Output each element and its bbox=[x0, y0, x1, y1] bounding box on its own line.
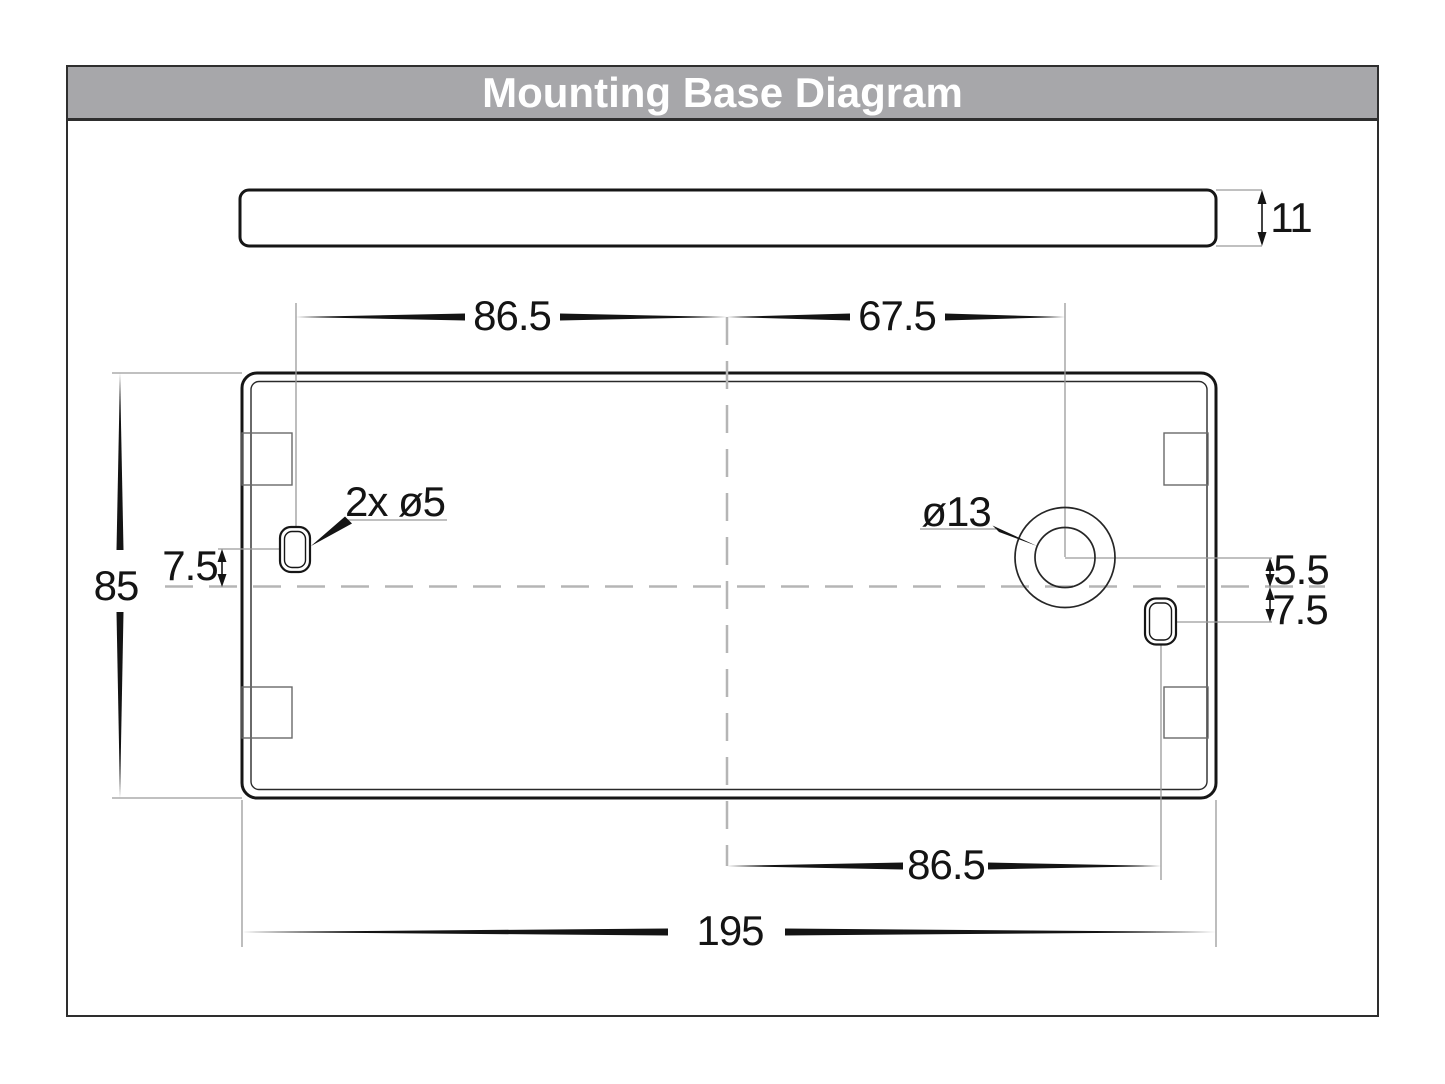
dim-text-right-slot-x: 86.5 bbox=[907, 841, 986, 888]
dim-line-865-top-right bbox=[560, 313, 727, 321]
dim-text-total-width: 195 bbox=[696, 907, 764, 954]
label-slot-holes: 2x ø5 bbox=[344, 478, 446, 525]
slot-hole-left-inner bbox=[283, 530, 307, 569]
dim-arrow-75L-up bbox=[217, 549, 227, 562]
dim-arrow-11-down bbox=[1257, 232, 1267, 246]
dim-line-675-left bbox=[727, 313, 850, 321]
diagram-border-frame: Mounting Base Diagram bbox=[66, 65, 1379, 1017]
dim-line-85-bottom bbox=[116, 612, 124, 798]
dim-text-right-slot-offset: 7.5 bbox=[1272, 586, 1328, 633]
dim-text-left-slot-offset: 7.5 bbox=[162, 542, 218, 589]
dim-arrow-75L-down bbox=[217, 574, 227, 587]
dim-line-675-right bbox=[945, 313, 1065, 321]
leader-wedge-hole-label bbox=[992, 525, 1037, 546]
slot-hole-right-inner bbox=[1148, 602, 1173, 641]
dim-text-total-height: 85 bbox=[93, 562, 140, 609]
dimension-lines bbox=[116, 313, 1216, 936]
dim-arrow-11-up bbox=[1257, 190, 1267, 204]
corner-tab-bottom-left bbox=[241, 686, 293, 739]
dim-line-865-top-left bbox=[296, 313, 465, 321]
dim-arrow-55-down bbox=[1265, 574, 1275, 587]
leader-wedge-slot-label bbox=[311, 516, 352, 546]
dim-text-left-slot-x: 86.5 bbox=[473, 292, 552, 339]
dim-line-865-bottom-right bbox=[988, 862, 1161, 870]
page-title: Mounting Base Diagram bbox=[482, 68, 963, 116]
dim-text-thickness: 11 bbox=[1270, 194, 1313, 241]
dim-line-865-bottom-left bbox=[727, 862, 903, 870]
dim-line-195-right bbox=[785, 928, 1216, 936]
dim-arrow-75R-down bbox=[1265, 609, 1275, 622]
dim-line-85-top bbox=[116, 373, 124, 550]
slot-hole-right bbox=[1143, 597, 1178, 646]
dim-arrow-55-up bbox=[1265, 558, 1275, 571]
cable-hole-outer bbox=[1014, 506, 1116, 609]
plate-outline bbox=[240, 371, 1218, 800]
small-dimension-arrows bbox=[217, 190, 1275, 622]
dim-text-hole-x: 67.5 bbox=[858, 292, 937, 339]
corner-tab-top-right bbox=[1163, 432, 1209, 486]
extension-lines bbox=[112, 189, 1272, 947]
corner-tab-top-left bbox=[241, 432, 293, 486]
side-view-outline bbox=[238, 188, 1218, 248]
title-bar: Mounting Base Diagram bbox=[68, 67, 1377, 121]
corner-tab-bottom-right bbox=[1163, 686, 1209, 739]
cable-hole-inner bbox=[1034, 526, 1096, 589]
label-cable-hole: ø13 bbox=[921, 488, 991, 535]
slot-hole-left bbox=[278, 525, 312, 574]
dim-arrow-75R-up bbox=[1265, 587, 1275, 600]
plate-inner-edge bbox=[250, 380, 1208, 791]
dim-text-hole-offset: 5.5 bbox=[1273, 546, 1329, 593]
dim-line-195-left bbox=[242, 928, 668, 936]
